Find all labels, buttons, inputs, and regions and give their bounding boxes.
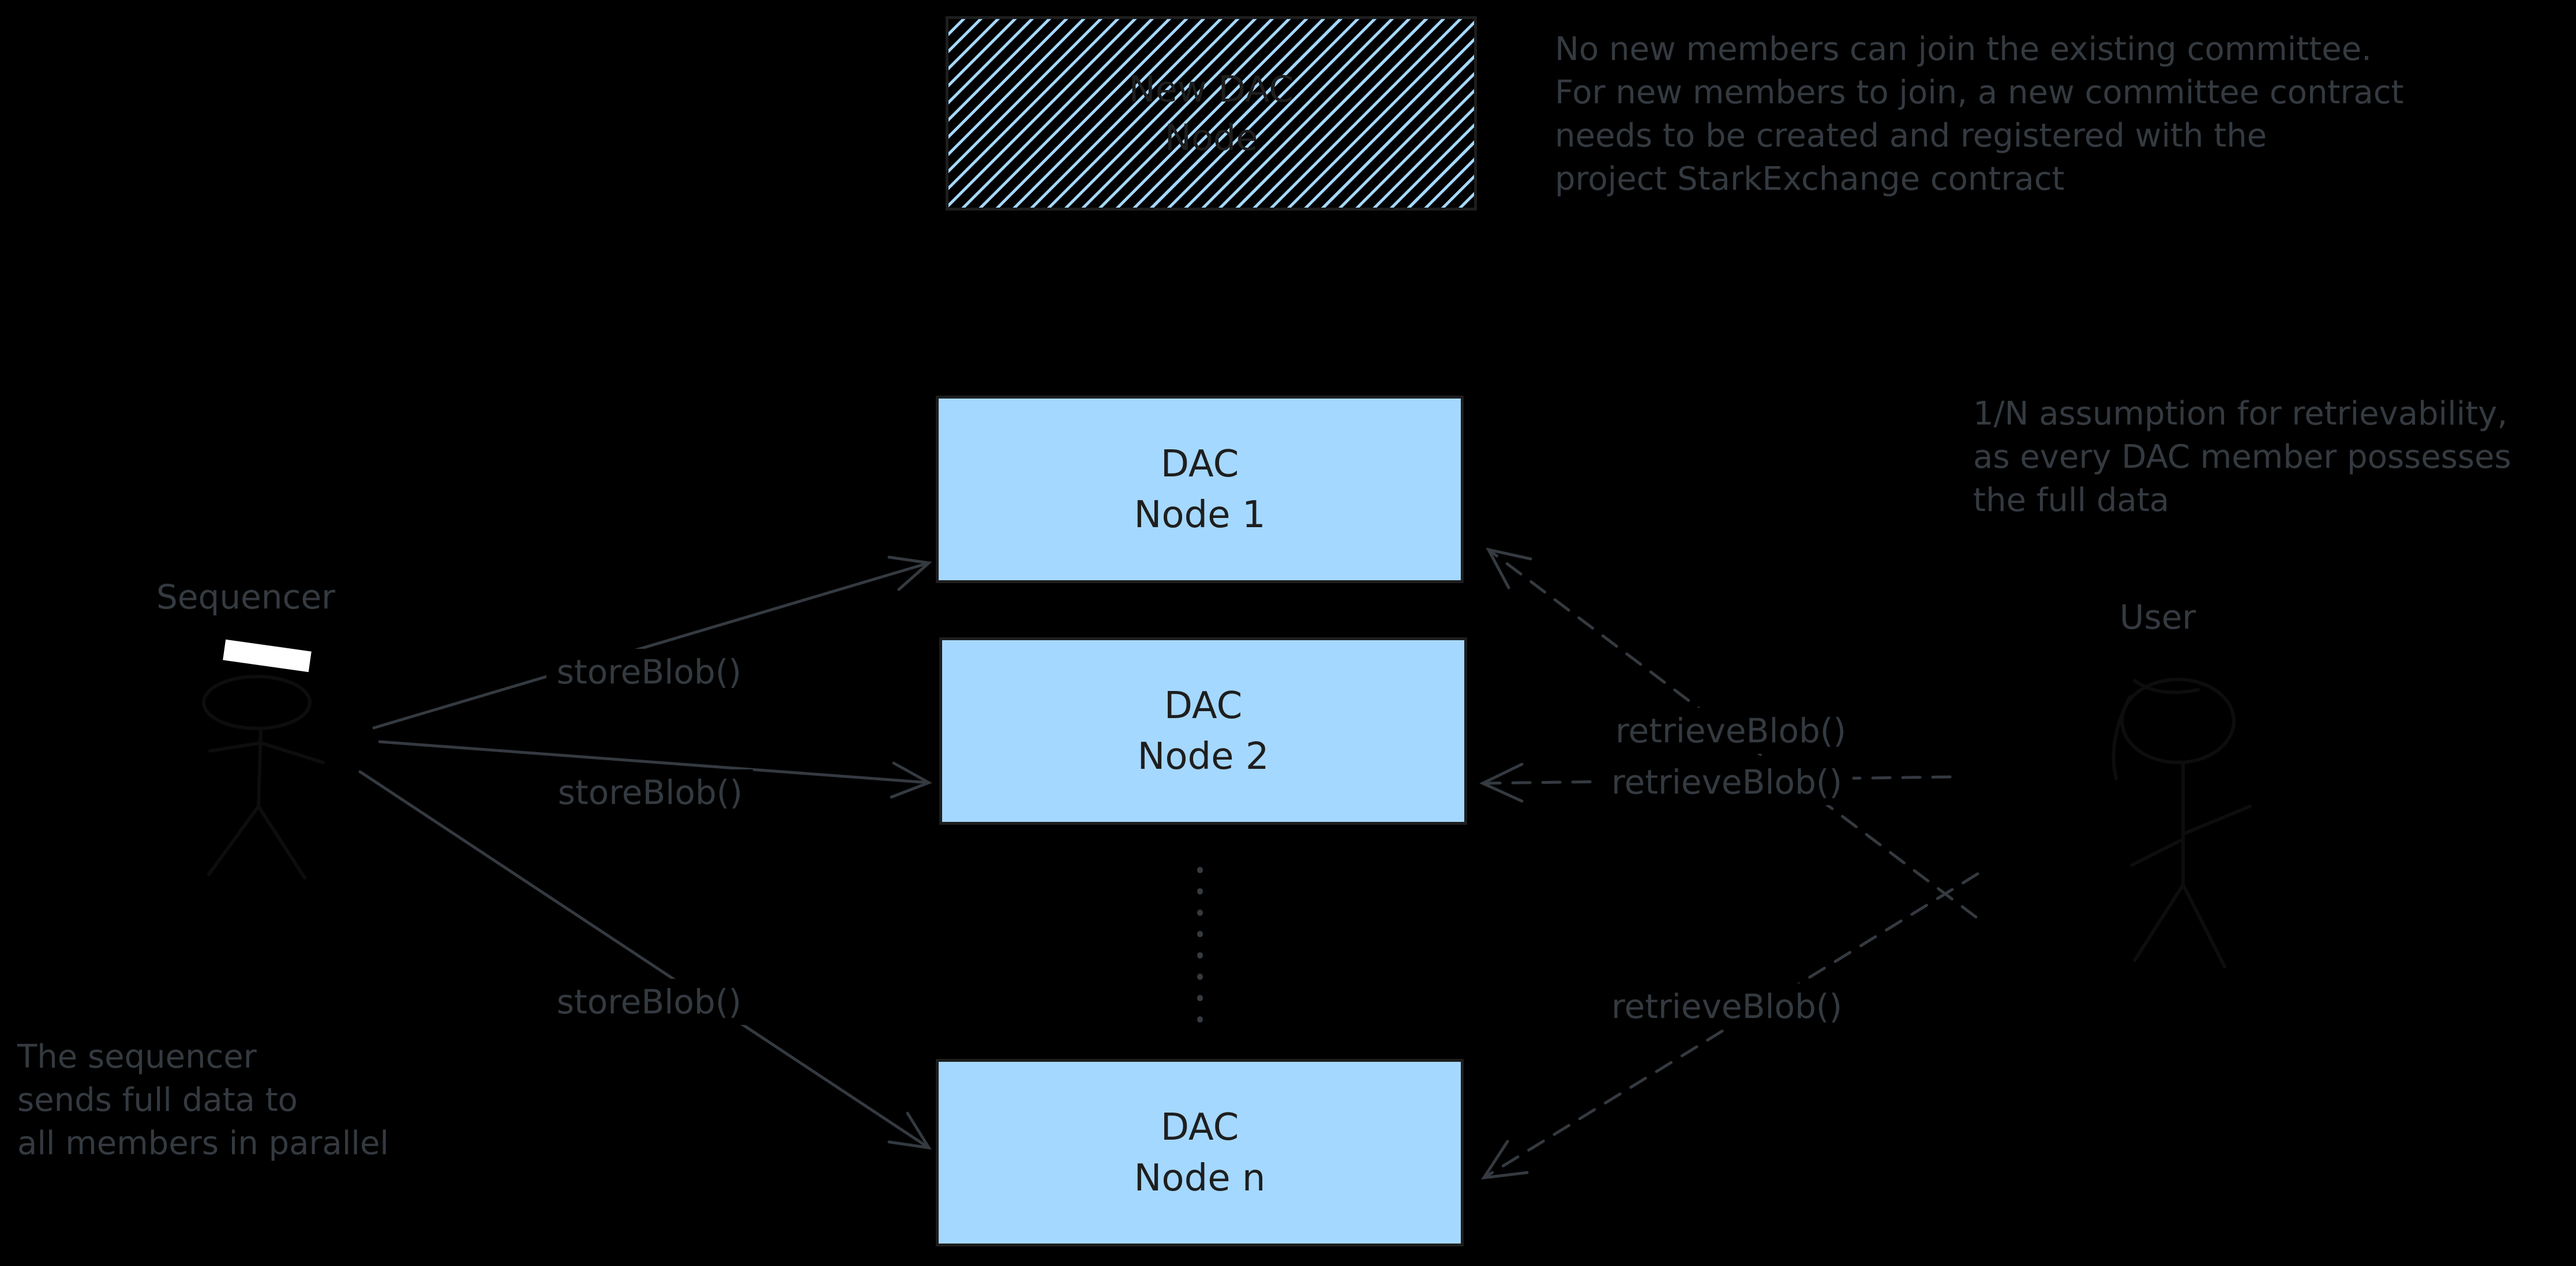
dac-node-2-box: DAC Node 2: [939, 637, 1467, 825]
retrieve-arrow-noden-arrowhead-icon: [1480, 1140, 1529, 1180]
store-blob-label-2: storeBlob(): [547, 769, 753, 816]
retrieve-blob-label-1: retrieveBlob(): [1604, 708, 1857, 754]
note-committee-line3: needs to be created and registered with …: [1555, 117, 2267, 155]
sequencer-leg-left: [207, 805, 260, 876]
user-hair: [2112, 679, 2200, 780]
new-dac-node-label-line1: New DAC: [1128, 67, 1294, 110]
retrieve-blob-label-2: retrieveBlob(): [1600, 759, 1853, 805]
dac-node-n-label-line2: Node n: [1134, 1156, 1266, 1200]
note-committee: No new members can join the existing com…: [1555, 28, 2403, 201]
sequencer-body: [257, 727, 263, 808]
store-arrow-node2-arrowhead-icon: [890, 761, 932, 799]
retrieve-blob-label-3: retrieveBlob(): [1600, 983, 1853, 1030]
store-arrow-node1-arrowhead-icon: [887, 555, 932, 591]
note-sequencer: The sequencer sends full data to all mem…: [17, 1035, 389, 1165]
user-leg-right: [2181, 883, 2226, 968]
note-retrievability-line2: as every DAC member possesses: [1973, 438, 2511, 476]
dac-node-2-label-line1: DAC: [1164, 684, 1243, 727]
sequencer-arms: [208, 741, 325, 764]
sequencer-figure-icon: [202, 675, 325, 880]
note-sequencer-line2: sends full data to: [17, 1081, 298, 1119]
dac-node-1-label-line1: DAC: [1160, 442, 1239, 486]
retrieve-arrow-noden-line: [1482, 872, 1979, 1179]
store-blob-label-3: storeBlob(): [546, 979, 752, 1025]
store-arrow-node1-line: [372, 561, 931, 730]
store-arrow-node2-line: [378, 740, 931, 784]
sequencer-leg-right: [257, 805, 306, 880]
note-committee-line4: project StarkExchange contract: [1555, 160, 2065, 198]
user-label: User: [2119, 598, 2196, 637]
new-dac-node-box: New DAC Node: [946, 16, 1477, 211]
new-dac-node-label-line2: Node: [1164, 116, 1258, 159]
dac-node-1-label-line2: Node 1: [1134, 493, 1266, 536]
user-figure-icon: [2112, 678, 2252, 968]
note-retrievability: 1/N assumption for retrievability, as ev…: [1973, 392, 2511, 522]
note-retrievability-line3: the full data: [1973, 482, 2169, 519]
retrieve-arrow-node2-line: [1481, 775, 1952, 785]
user-arm-left: [2130, 837, 2185, 867]
user-leg-left: [2133, 883, 2185, 962]
retrieve-blob-arrows: [1481, 548, 1979, 1179]
retrieve-arrow-node2-arrowhead-icon: [1479, 762, 1524, 803]
user-arm-right: [2181, 805, 2252, 836]
note-retrievability-line1: 1/N assumption for retrievability,: [1973, 395, 2508, 433]
store-blob-label-1: storeBlob(): [546, 649, 752, 695]
store-arrow-noden-line: [358, 770, 931, 1149]
dac-node-1-box: DAC Node 1: [936, 396, 1464, 583]
dac-node-n-label-line1: DAC: [1160, 1106, 1239, 1149]
dac-node-n-box: DAC Node n: [936, 1059, 1464, 1246]
store-blob-arrows: [358, 555, 932, 1150]
retrieve-arrow-node1-arrowhead-icon: [1486, 547, 1532, 589]
note-committee-line1: No new members can join the existing com…: [1555, 31, 2372, 68]
store-arrow-noden-arrowhead-icon: [887, 1111, 932, 1150]
note-committee-line2: For new members to join, a new committee…: [1555, 74, 2404, 111]
note-sequencer-line3: all members in parallel: [17, 1125, 389, 1162]
sequencer-head: [202, 675, 312, 730]
retrieve-blob-arrowheads: [1479, 547, 1532, 1180]
dac-node-2-label-line2: Node 2: [1137, 735, 1269, 778]
sequencer-label: Sequencer: [156, 577, 335, 617]
note-sequencer-line1: The sequencer: [17, 1038, 257, 1076]
user-head: [2120, 678, 2236, 764]
